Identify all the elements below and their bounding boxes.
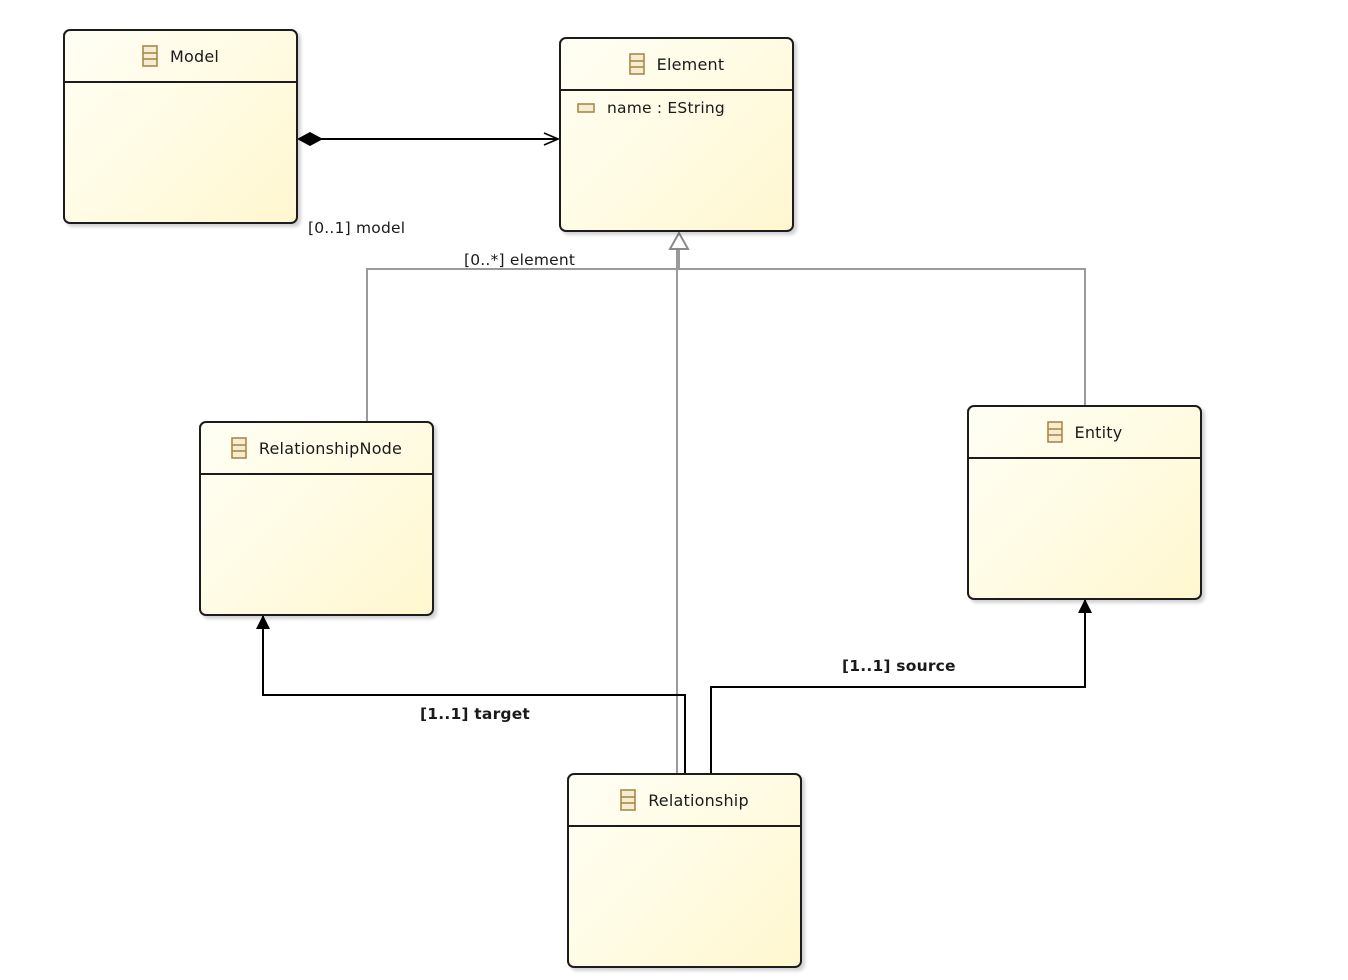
class-name: Element [656,54,725,74]
class-name: RelationshipNode [258,438,403,458]
composition-diamond-icon [297,132,323,146]
eattribute-icon [577,103,595,113]
reference-source[interactable] [710,599,1092,774]
eclass-icon [231,437,247,459]
class-name: Relationship [648,790,749,810]
label-model-multiplicity: [0..1] model [308,219,406,237]
generalization-relationshipnode[interactable] [366,268,1086,421]
class-entity[interactable]: Entity [967,405,1202,600]
eclass-icon [1046,421,1063,443]
label-element-multiplicity: [0..*] element [464,251,576,269]
class-relationship[interactable]: Relationship [567,773,802,968]
class-name: Entity [1074,422,1123,442]
attribute-row[interactable]: name : EString [561,91,792,117]
eclass-icon [620,789,636,811]
class-header: RelationshipNode [201,423,432,475]
class-relationship-node[interactable]: RelationshipNode [199,421,434,616]
class-model[interactable]: Model [63,29,298,224]
class-name: Model [169,46,220,66]
generalization-edges [366,250,1086,774]
eclass-icon [142,45,158,67]
reference-target[interactable] [256,615,686,774]
generalization-triangle-icon [668,230,690,250]
class-header: Entity [969,407,1200,459]
class-header: Element [561,39,792,91]
label-target: [1..1] target [420,705,531,723]
class-header: Relationship [569,775,800,827]
class-header: Model [65,31,296,83]
class-element[interactable]: Element name : EString [559,37,794,232]
label-source: [1..1] source [842,657,956,675]
eclass-icon [628,53,645,75]
attribute-text: name : EString [607,99,725,117]
